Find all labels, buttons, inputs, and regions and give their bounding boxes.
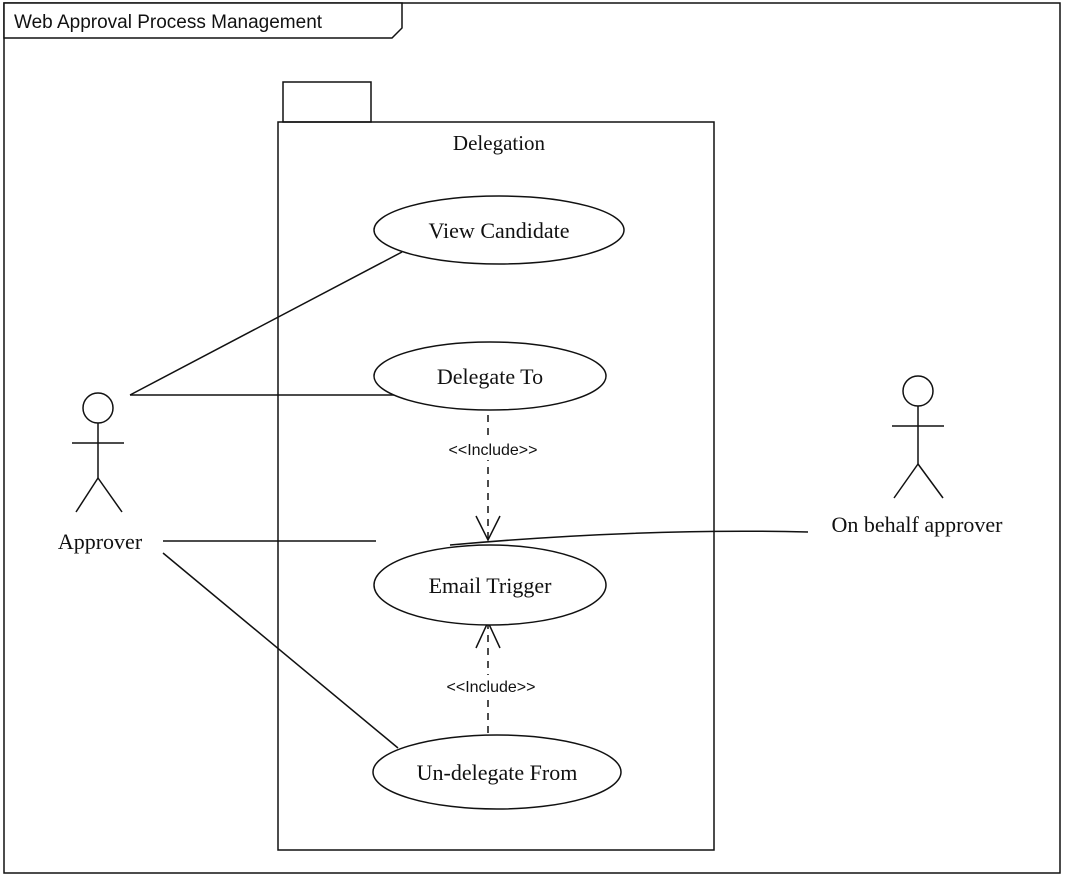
include-label-bottom: <<Include>> xyxy=(447,679,536,696)
actor-approver-figure[interactable] xyxy=(72,392,124,513)
approver-right-leg xyxy=(97,477,123,513)
assoc-on-behalf-email-trigger xyxy=(449,530,809,546)
on-behalf-left-leg xyxy=(893,463,919,499)
use-case-delegate-to[interactable] xyxy=(373,341,607,411)
use-case-undelegate-from[interactable] xyxy=(372,734,622,810)
include-arrowhead-top xyxy=(475,515,501,542)
on-behalf-head xyxy=(902,375,934,407)
use-case-email-trigger[interactable] xyxy=(373,544,607,626)
include-label-bottom-bg xyxy=(430,675,552,697)
use-case-view-candidate[interactable] xyxy=(373,195,625,265)
approver-left-leg xyxy=(75,477,99,513)
use-case-email-trigger-label: Email Trigger xyxy=(429,573,553,598)
frame-title: Web Approval Process Management xyxy=(14,12,323,33)
actor-on-behalf-approver-figure[interactable] xyxy=(892,375,944,499)
use-case-undelegate-from-label: Un-delegate From xyxy=(417,760,578,785)
frame-title-tab xyxy=(3,2,403,39)
assoc-approver-view-candidate xyxy=(129,251,403,396)
assoc-approver-undelegate-from xyxy=(162,552,399,749)
on-behalf-right-leg xyxy=(917,463,944,499)
actor-approver-label: Approver xyxy=(58,529,143,554)
include-label-top-bg xyxy=(432,438,554,460)
use-case-delegate-to-label: Delegate To xyxy=(437,364,543,389)
actor-on-behalf-approver-label: On behalf approver xyxy=(831,512,1003,537)
include-label-top: <<Include>> xyxy=(449,442,538,459)
package-body xyxy=(277,121,715,851)
approver-head xyxy=(82,392,114,424)
use-case-view-candidate-label: View Candidate xyxy=(428,218,569,243)
system-frame xyxy=(3,2,1061,874)
package-name: Delegation xyxy=(453,131,546,155)
package-tab xyxy=(282,81,372,123)
